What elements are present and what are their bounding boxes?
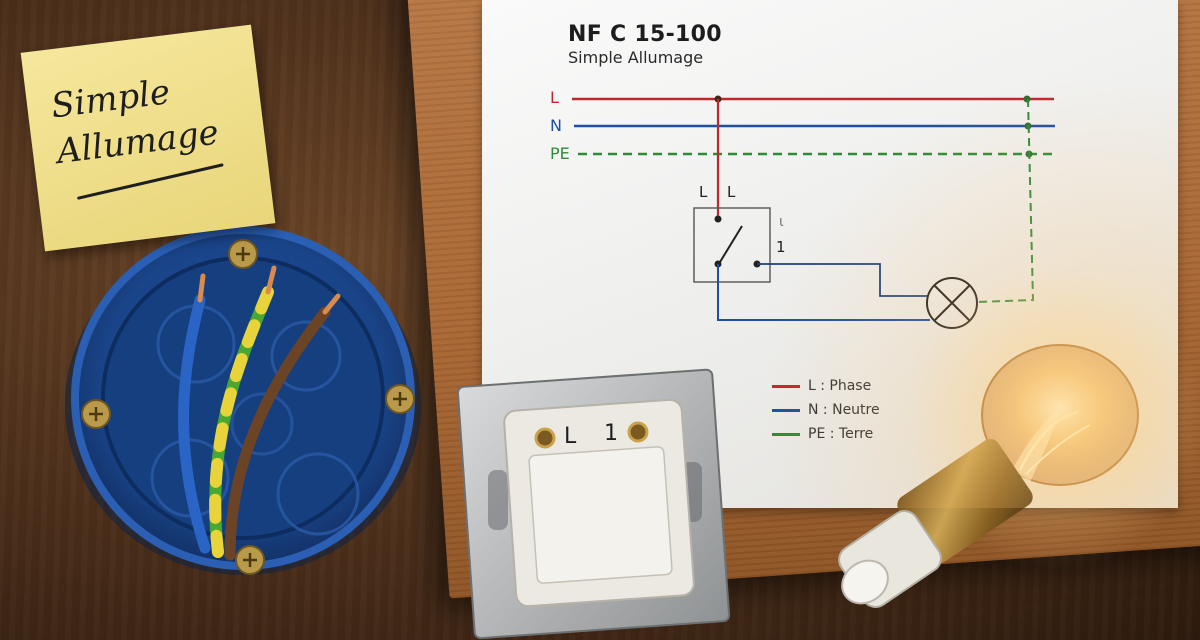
diagram-subtitle: Simple Allumage xyxy=(568,48,704,67)
sticky-note: Simple Allumage xyxy=(20,24,276,252)
light-bulb-icon xyxy=(838,270,1200,608)
switch-terminal-label-left: L xyxy=(699,183,708,201)
legend-swatch-neutral xyxy=(772,408,800,412)
neutral-return-wire xyxy=(717,264,930,321)
blue-wire xyxy=(178,294,211,554)
switch-symbol-box xyxy=(693,207,771,283)
screw-icon xyxy=(81,399,111,429)
copper-tip xyxy=(322,293,341,315)
screw-icon xyxy=(385,384,415,414)
line-label-earth: PE xyxy=(550,144,570,163)
switch-lever-symbol xyxy=(719,225,743,263)
legend-swatch-earth xyxy=(772,432,800,436)
line-label-neutral: N xyxy=(550,116,562,135)
copper-tip xyxy=(265,265,277,295)
brown-wire xyxy=(224,306,331,561)
legend-phase: L : Phase xyxy=(772,378,871,394)
switched-live-wire xyxy=(757,263,928,297)
copper-tip xyxy=(197,273,206,303)
green-yellow-wire-stripe xyxy=(209,286,274,558)
diagram-wiring xyxy=(572,95,1056,329)
legend-text-neutral: N : Neutre xyxy=(808,402,880,418)
line-label-phase: L xyxy=(550,88,559,107)
switch-plate-label-left: L xyxy=(564,424,577,449)
legend-text-earth: PE : Terre xyxy=(808,426,874,442)
screw-icon xyxy=(235,545,265,575)
legend-text-phase: L : Phase xyxy=(808,378,872,394)
switch-contact-top xyxy=(714,215,722,223)
earth-junction-dot-top xyxy=(1023,95,1031,103)
diagram-title: NF C 15-100 xyxy=(568,22,722,47)
earth-lamp-wire xyxy=(976,98,1035,303)
legend-swatch-phase xyxy=(772,384,800,388)
switch-plate-label-right: 1 xyxy=(604,421,618,446)
screw-icon xyxy=(228,239,258,269)
wall-switch-icon xyxy=(456,368,731,640)
junction-box-icon xyxy=(65,226,421,575)
switch-output-label-bottom: 1 xyxy=(776,238,786,256)
switch-terminal-label-right: L xyxy=(727,183,736,201)
legend-earth: PE : Terre xyxy=(772,426,873,442)
switch-output-label-top: ι xyxy=(779,214,784,230)
legend-neutral: N : Neutre xyxy=(772,402,880,418)
sticky-note-text: Simple Allumage xyxy=(49,64,222,175)
